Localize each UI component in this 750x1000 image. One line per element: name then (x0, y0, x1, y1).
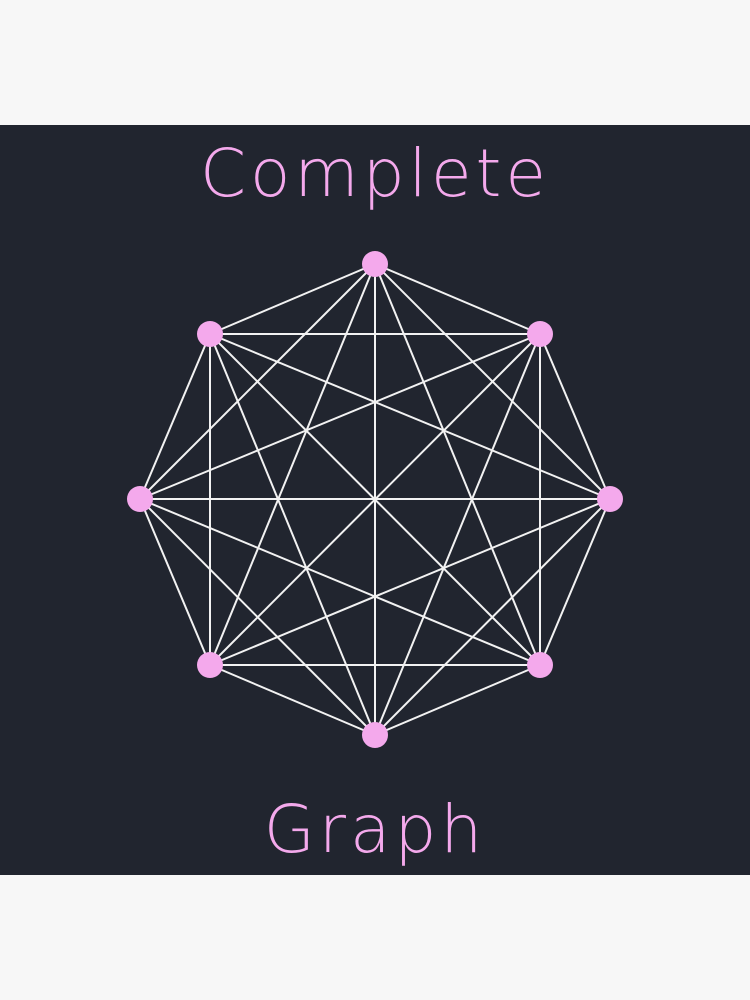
graph-edge (139, 498, 211, 666)
graph-edge (209, 333, 376, 736)
graph-node-5 (362, 722, 388, 748)
graph-node-7 (127, 486, 153, 512)
graph-edge (139, 498, 541, 666)
graph-nodes (127, 251, 623, 748)
graph-edge (139, 498, 376, 736)
graph-node-3 (597, 486, 623, 512)
graph-edge (209, 333, 541, 666)
graph-edges (139, 263, 611, 736)
graph-node-8 (197, 321, 223, 347)
graph-edge (139, 333, 541, 500)
graph-node-1 (362, 251, 388, 277)
graph-edge (209, 333, 611, 500)
graph-node-2 (527, 321, 553, 347)
graph-edge (374, 664, 541, 736)
graph-edge (209, 263, 376, 335)
title-graph: Graph (263, 791, 487, 868)
graph-edge (374, 263, 541, 335)
graph-edge (539, 333, 611, 500)
graph-node-6 (197, 652, 223, 678)
graph-edge (209, 664, 376, 736)
graph-node-4 (527, 652, 553, 678)
graph-edge (539, 498, 611, 666)
graph-edge (139, 333, 211, 500)
title-complete: Complete (199, 135, 551, 212)
graph-edge (374, 333, 541, 736)
